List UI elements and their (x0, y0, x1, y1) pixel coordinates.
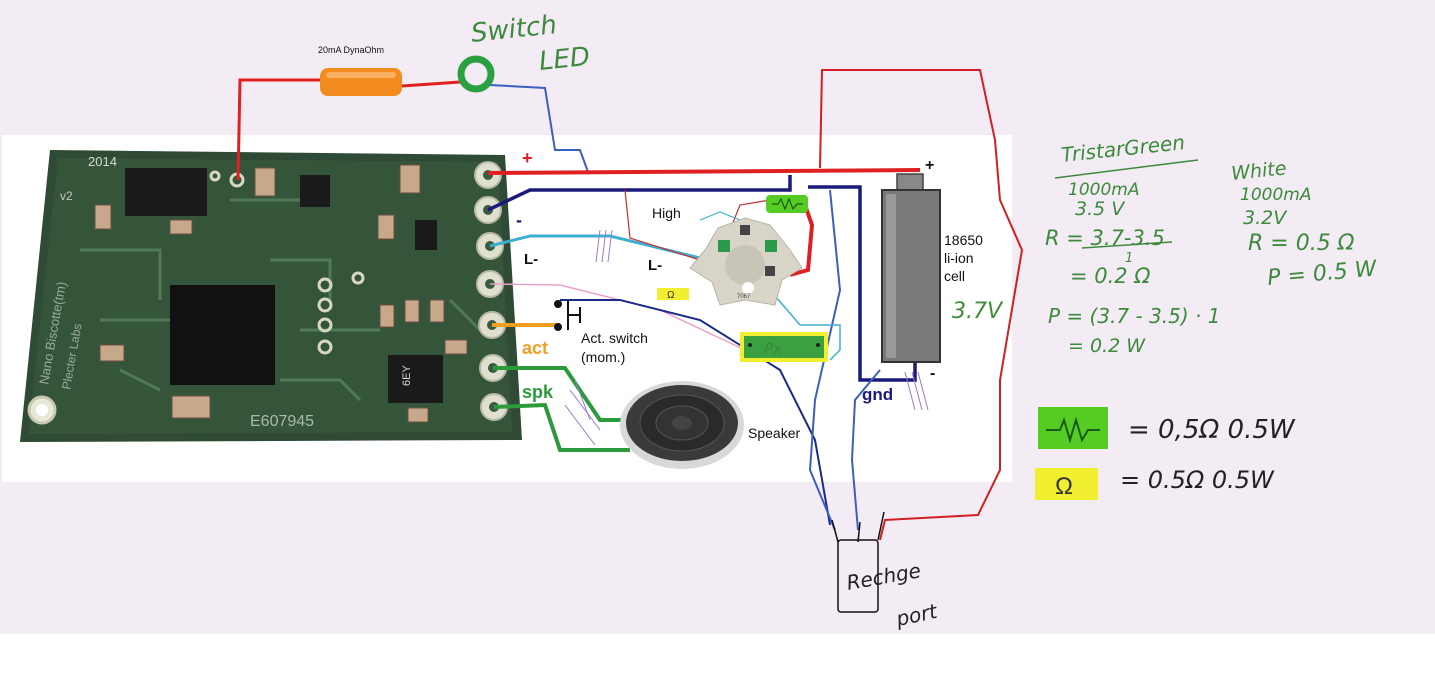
cell-voltage-note: 3.7V (952, 299, 1004, 324)
act-label: act (522, 338, 548, 358)
wire-pink (489, 283, 746, 351)
tristar-p-result: = 0.2 W (1068, 335, 1146, 357)
speaker-label: Speaker (748, 425, 800, 441)
act-switch-label-2: (mom.) (581, 349, 625, 365)
tristar-r-divisor: 1 (1125, 251, 1133, 266)
act-switch-label-1: Act. switch (581, 330, 648, 346)
hatch-marks (564, 229, 929, 446)
legend-green-text: = 0,5Ω 0.5W (1128, 415, 1296, 445)
cell-label-3: cell (944, 268, 965, 284)
gnd-label: gnd (862, 385, 893, 404)
wire-ground (808, 185, 917, 382)
speaker (620, 381, 744, 469)
act-switch (554, 300, 581, 331)
white-p: P = 0.5 W (1266, 256, 1378, 291)
pcb-code-label: E607945 (250, 413, 314, 430)
pcb-minus-label: - (516, 210, 522, 230)
white-current: 1000mA (1240, 185, 1311, 205)
led-code-label: 7067 (737, 294, 751, 300)
wire-red-recharge (819, 69, 1024, 541)
amplifier-chip (388, 355, 443, 403)
wire-blue-switch-led (489, 84, 589, 173)
microcontroller-chip (170, 285, 275, 385)
led-yellow-resistor: Ω (657, 288, 689, 301)
switch-led-note-1: Switch (470, 10, 559, 49)
wire-negative (487, 175, 792, 212)
wire-red-dynaohm-out (401, 80, 461, 88)
pcb-year-label: 2014 (88, 154, 117, 169)
wire-spk-2 (493, 402, 630, 452)
cell-label-1: 18650 (944, 232, 983, 248)
eeprom-chip (125, 168, 207, 216)
l-minus-label-led: L- (648, 257, 662, 274)
sound-board-pcb: 2014 v2 Nano Biscotte(tm) Plecter Labs E… (20, 150, 522, 442)
dynaohm-label: 20mA DynaOhm (318, 45, 384, 55)
spk-label: spk (522, 382, 554, 402)
cell-label-2: li-ion (944, 250, 974, 266)
yellow-resistor-symbol: Ω (667, 290, 675, 301)
dynaohm-resistor (320, 68, 402, 96)
l-minus-label-pcb: L- (524, 251, 538, 268)
pcb-rev-label: v2 (60, 189, 73, 203)
recharge-note-2: port (893, 599, 940, 631)
wire-blue-to-port-3 (850, 369, 881, 531)
tristar-title: TristarGreen (1060, 130, 1186, 167)
wire-blue-to-port-2 (808, 189, 842, 531)
switch-led-note-2: LED (538, 42, 592, 77)
white-title: White (1230, 157, 1287, 185)
wire-spk-1 (493, 366, 625, 422)
battery-18650 (881, 173, 941, 363)
legend-yellow-resistor: Ω (1035, 468, 1098, 500)
tristar-r-result: = 0.2 Ω (1070, 264, 1150, 288)
pcb-plus-label: + (522, 148, 533, 168)
px-label: Px (764, 340, 782, 358)
legend-yellow-text: = 0.5Ω 0.5W (1120, 466, 1275, 494)
recharge-port (831, 511, 885, 613)
cell-plus-label: + (925, 157, 934, 174)
wire-red-dynaohm-in (236, 78, 320, 181)
white-r: R = 0.5 Ω (1248, 231, 1355, 256)
high-label: High (652, 205, 681, 221)
wire-positive (487, 168, 921, 175)
white-voltage: 3.2V (1243, 207, 1288, 229)
led-green-resistor (766, 195, 808, 213)
switch-led-ring (457, 55, 495, 93)
legend-green-resistor (1038, 407, 1108, 449)
tristar-voltage: 3.5 V (1075, 198, 1126, 220)
led-star-board: 7067 (689, 217, 803, 306)
px-board: Px (740, 332, 828, 362)
recharge-note-1: Rechge (845, 558, 923, 595)
wire-red-led (789, 204, 815, 277)
tristar-p-formula: P = (3.7 - 3.5) · 1 (1048, 304, 1220, 328)
cell-minus-label: - (930, 365, 935, 382)
legend-yellow-symbol: Ω (1055, 473, 1073, 500)
tristar-current: 1000mA (1068, 180, 1139, 200)
wire-l-minus (489, 234, 701, 260)
chip-code-label: 6EY (401, 365, 413, 386)
